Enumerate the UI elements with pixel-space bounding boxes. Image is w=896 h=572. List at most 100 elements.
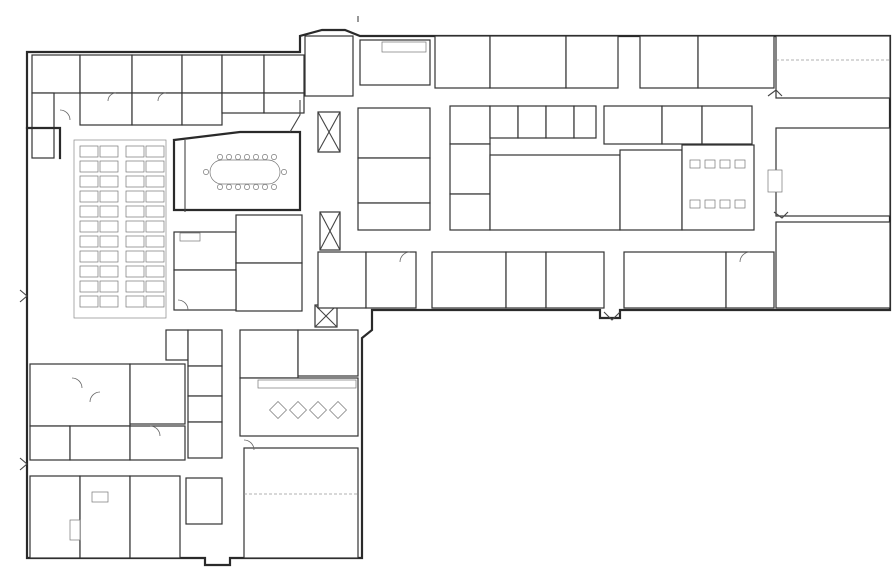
office-room	[79, 475, 131, 559]
door-marker	[19, 289, 28, 303]
workstation-desk	[145, 145, 165, 158]
workstation-desk	[79, 235, 99, 248]
workstation-desk	[145, 220, 165, 233]
door-swing	[399, 251, 411, 263]
chair	[203, 169, 209, 175]
office-room	[565, 35, 619, 89]
workstation-desk	[79, 295, 99, 308]
workstation-desk	[99, 160, 119, 173]
workstation-desk	[125, 295, 145, 308]
exterior-wall-outline	[25, 28, 892, 567]
toilet-stall	[719, 199, 731, 209]
office-room	[639, 35, 699, 89]
office-room	[173, 269, 237, 311]
break-table	[329, 401, 347, 419]
angled-wall	[289, 100, 301, 133]
office-room	[619, 149, 683, 231]
fixture	[69, 519, 81, 541]
office-room	[263, 92, 305, 114]
office-room	[129, 363, 186, 425]
open-office	[775, 221, 891, 309]
office-room	[235, 214, 303, 264]
door-swing	[243, 439, 255, 451]
office-room	[725, 251, 775, 309]
exterior-doors	[19, 89, 789, 471]
chair	[262, 154, 268, 160]
workstation-desk	[99, 235, 119, 248]
workstation-desk	[99, 220, 119, 233]
chair	[253, 154, 259, 160]
office-room	[431, 251, 507, 309]
office-room	[489, 35, 567, 89]
office-room	[434, 35, 491, 89]
office-room	[235, 262, 303, 312]
toilet-stall	[689, 159, 701, 169]
office-room	[129, 425, 186, 461]
workstation-desk	[145, 235, 165, 248]
office-room	[181, 92, 223, 126]
office-room	[661, 105, 703, 145]
door-swing	[89, 391, 101, 403]
office-room	[79, 92, 133, 126]
northeast-north-offices	[434, 35, 891, 99]
conference-table	[209, 159, 281, 185]
southwest-offices	[29, 363, 223, 559]
office-room	[701, 105, 753, 145]
storage-room	[31, 92, 55, 159]
workstation-desk	[99, 190, 119, 203]
door-swing	[739, 251, 751, 263]
stair-diagonal	[317, 111, 341, 153]
workstation-desk	[125, 265, 145, 278]
chair	[271, 184, 277, 190]
open-workstation-area	[73, 139, 167, 319]
chair	[253, 184, 259, 190]
door-marker	[773, 211, 789, 219]
equipment	[767, 169, 783, 193]
office-room	[505, 251, 547, 309]
chair	[217, 154, 223, 160]
restroom-fixtures	[689, 159, 746, 209]
workstation-desk	[125, 160, 145, 173]
counter	[179, 232, 201, 242]
chair	[281, 169, 287, 175]
workstation-desk	[145, 250, 165, 263]
workstation-zone-outline	[73, 139, 167, 319]
restroom-core	[681, 144, 755, 231]
break-tables	[269, 401, 347, 419]
office-room	[517, 105, 547, 139]
office-room	[317, 251, 367, 309]
chair	[262, 184, 268, 190]
workstation-desk	[79, 160, 99, 173]
restroom	[187, 329, 223, 367]
workstation-desk	[99, 205, 119, 218]
office-room	[697, 35, 775, 89]
northeast-south-offices	[317, 221, 891, 309]
office-suite	[29, 363, 131, 427]
chair	[235, 154, 241, 160]
large-open-room	[489, 154, 621, 231]
workstation-desk	[145, 265, 165, 278]
office-room	[181, 54, 223, 94]
workstation-desk	[125, 205, 145, 218]
restroom	[187, 421, 223, 459]
elevator-diagonal	[319, 211, 341, 251]
workstation-desk	[145, 295, 165, 308]
office-room	[365, 251, 417, 309]
break-table	[269, 401, 287, 419]
chair	[217, 184, 223, 190]
break-table	[289, 401, 307, 419]
door-swing	[71, 377, 83, 389]
fixture	[91, 491, 109, 503]
toilet-stall	[704, 199, 716, 209]
office-room	[221, 54, 265, 94]
conference-zone	[172, 100, 302, 212]
office-room	[449, 105, 491, 145]
workstation-desk	[125, 145, 145, 158]
south-central-rooms	[165, 329, 359, 559]
workstation-desk	[145, 205, 165, 218]
office-room	[131, 92, 183, 126]
conference-chairs	[203, 154, 287, 190]
workstation-desk	[79, 250, 99, 263]
workstation-desk	[99, 265, 119, 278]
